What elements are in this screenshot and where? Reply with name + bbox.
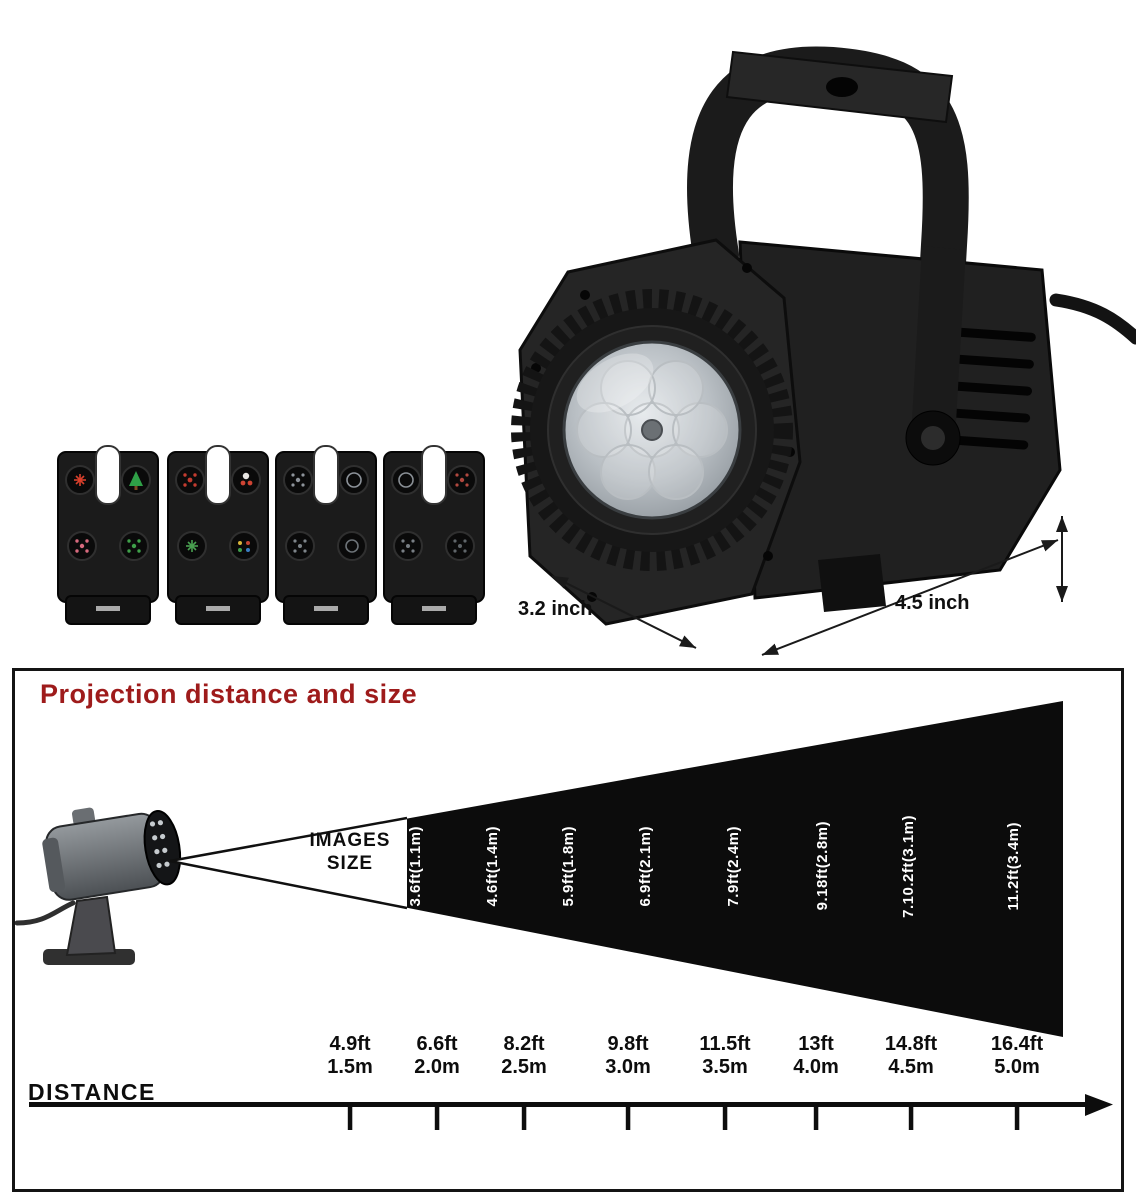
size-label-4: 6.9ft(2.1m) <box>636 825 654 907</box>
distance-label-8: 16.4ft 5.0m <box>990 1033 1044 1078</box>
slide-cartridge-4 <box>383 445 485 625</box>
slide-cartridge-3 <box>275 445 377 625</box>
distance-label-2: 6.6ft 2.0m <box>414 1033 460 1078</box>
bracket-knob <box>905 246 966 466</box>
lens-honeycomb <box>576 360 728 500</box>
dimension-arrows <box>551 516 1068 656</box>
slide-cartridge-2 <box>167 445 269 625</box>
vent-slots <box>942 327 1036 450</box>
distance-label-5: 11.5ft 3.5m <box>699 1033 751 1078</box>
size-label-6: 9.18ft(2.8m) <box>813 821 831 911</box>
distance-label-4: 9.8ft 3.0m <box>605 1033 651 1078</box>
diagram-title: Projection distance and size <box>40 679 418 709</box>
beam-graphic <box>15 701 1113 1130</box>
images-size-line2: SIZE <box>326 853 374 874</box>
projection-diagram: Projection distance and size <box>12 668 1124 1192</box>
distance-axis <box>29 1094 1113 1130</box>
dimension-arrow-front <box>551 575 697 649</box>
images-size-line1: IMAGES <box>309 830 391 851</box>
mounting-bracket <box>687 46 969 461</box>
distance-label-1: 4.9ft 1.5m <box>327 1033 373 1078</box>
distance-label-3: 8.2ft 2.5m <box>501 1033 547 1078</box>
projection-cone <box>169 701 1063 1037</box>
size-label-8: 11.2ft(3.4m) <box>1004 821 1022 911</box>
distance-label-7: 14.8ft 4.5m <box>884 1033 938 1078</box>
front-dimension-label: 3.2 inch <box>518 598 593 620</box>
size-label-3: 5.9ft(1.8m) <box>559 825 577 907</box>
size-label-7: 7.10.2ft(3.1m) <box>899 814 917 918</box>
lens <box>511 289 793 571</box>
power-cord <box>1049 293 1136 345</box>
mount-tab <box>818 554 886 612</box>
images-size-label: IMAGES SIZE <box>290 829 410 875</box>
size-label-1: 3.6ft(1.1m) <box>406 825 424 907</box>
slide-cartridge-1 <box>57 445 159 625</box>
product-photo <box>57 46 1136 656</box>
distance-label-6: 13ft 4.0m <box>793 1033 839 1078</box>
size-label-5: 7.9ft(2.4m) <box>724 825 742 907</box>
dimension-arrow-side <box>761 539 1059 656</box>
distance-axis-label: DISTANCE <box>28 1079 156 1105</box>
side-dimension-label: 4.5 inch <box>895 592 970 614</box>
diagram-projector <box>15 807 182 965</box>
size-label-2: 4.6ft(1.4m) <box>483 825 501 907</box>
